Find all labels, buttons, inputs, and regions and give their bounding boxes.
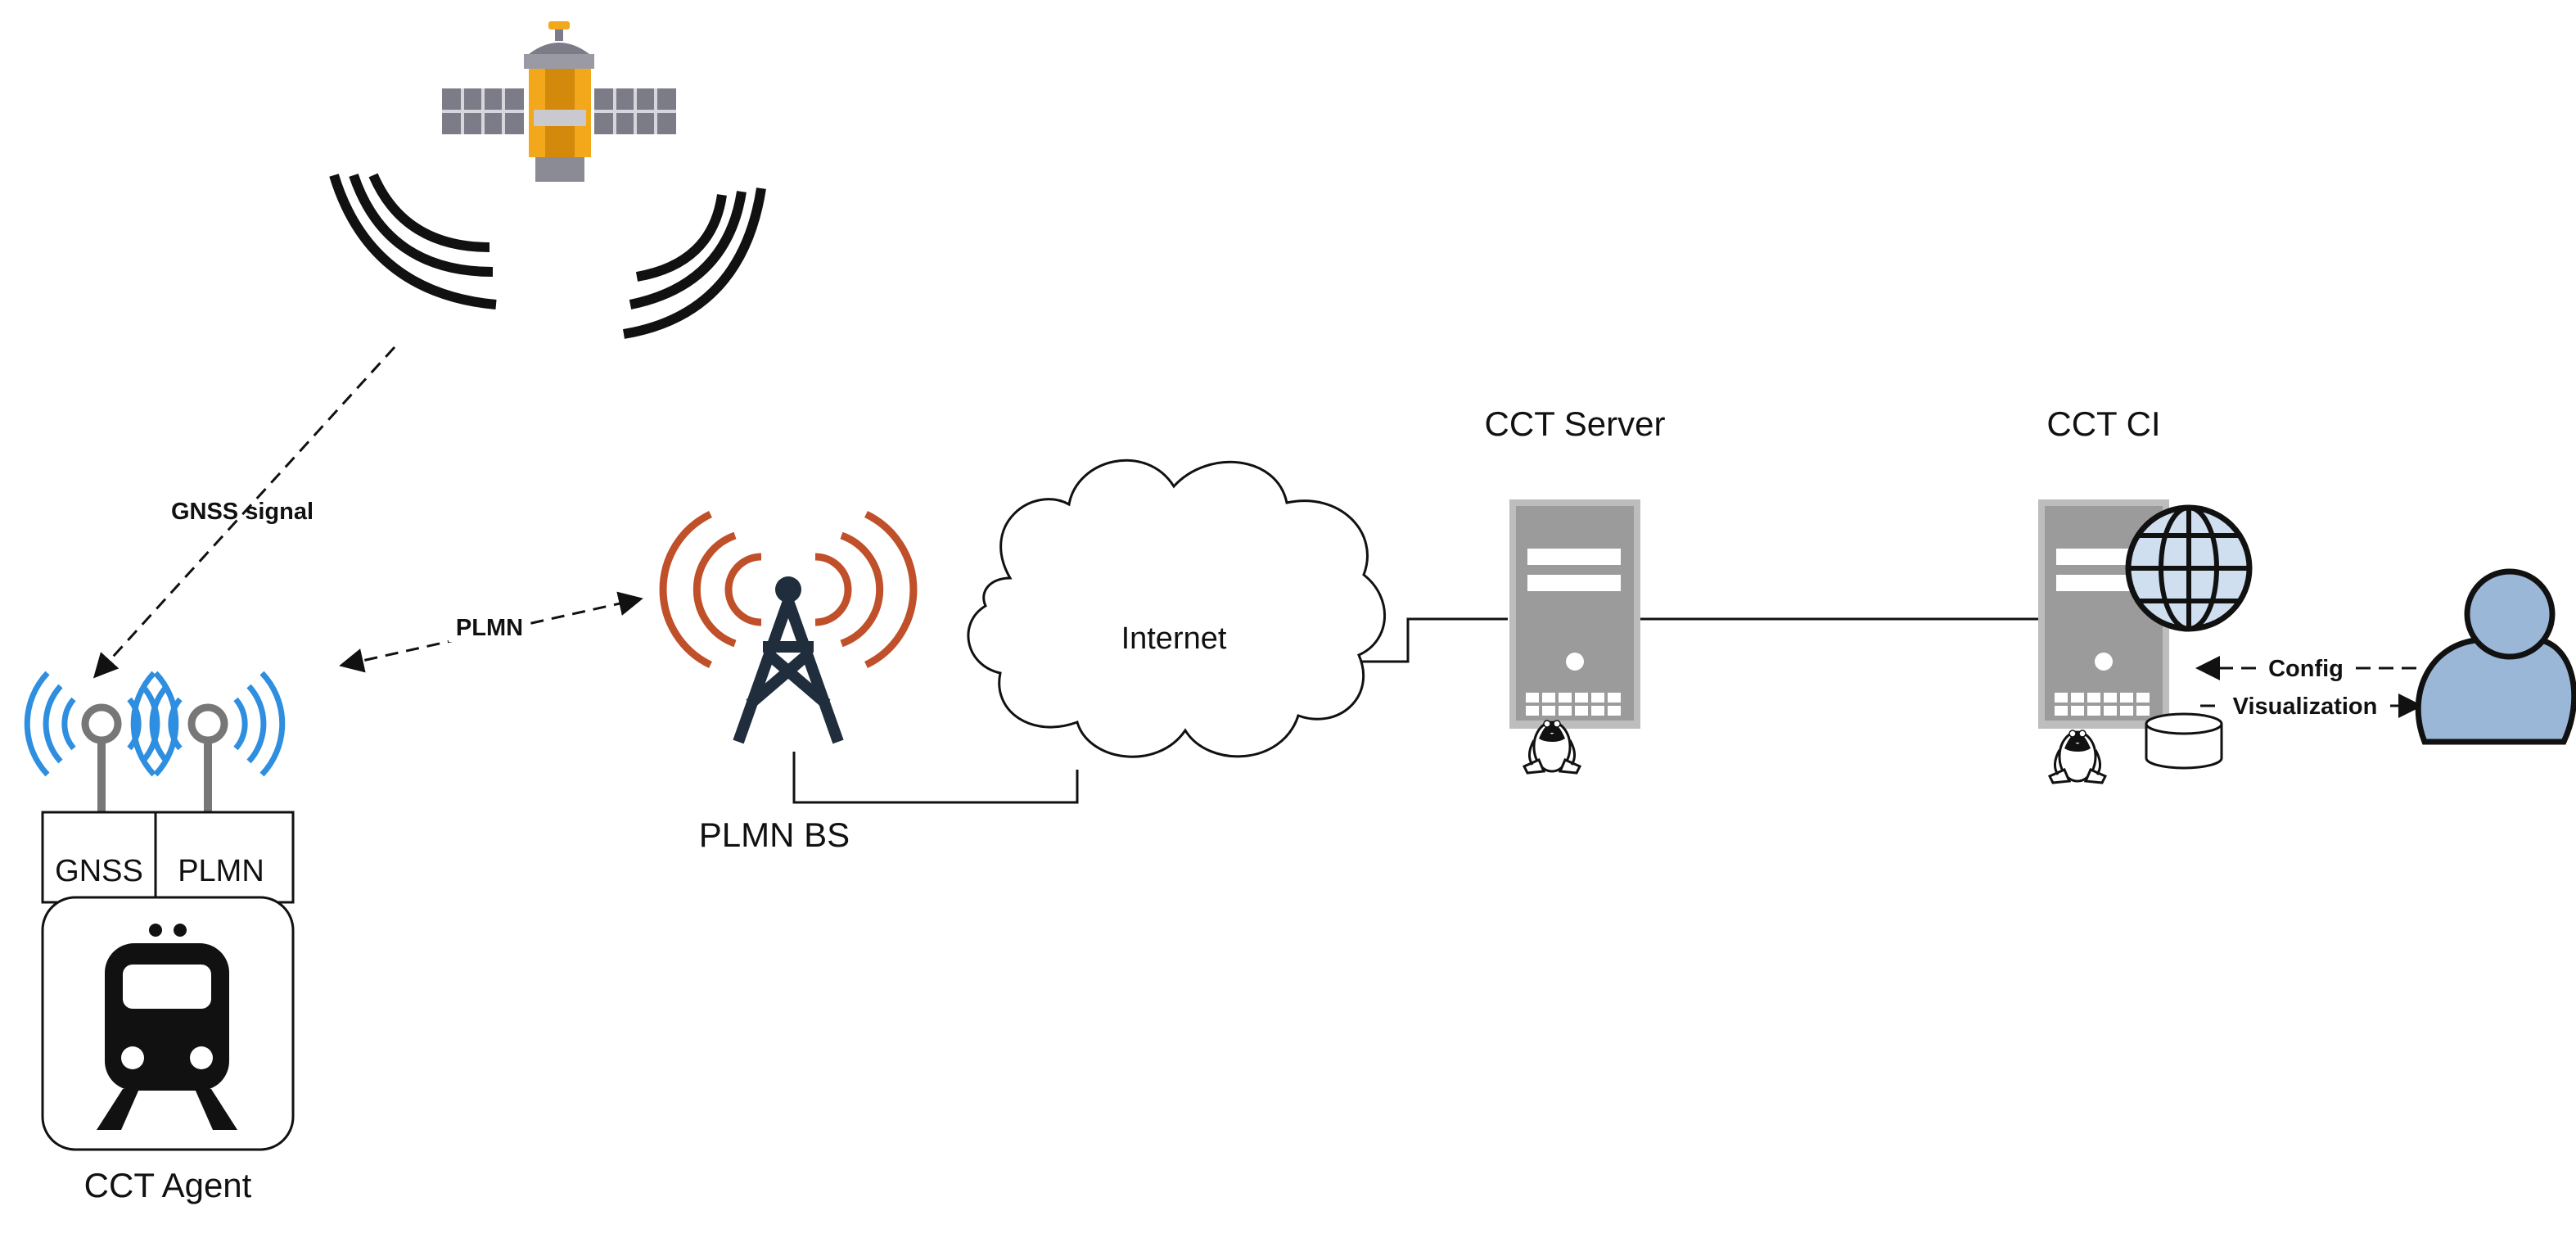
bs-internet-link bbox=[792, 752, 1079, 804]
train-icon bbox=[97, 924, 237, 1130]
cell-tower-icon bbox=[659, 510, 918, 744]
gnss-antenna-icon bbox=[27, 673, 176, 830]
internet-server-link bbox=[1359, 617, 1508, 663]
plmn-module-label: PLMN bbox=[178, 854, 264, 888]
cct-ci-tux-icon bbox=[2048, 729, 2107, 784]
database-icon bbox=[2145, 712, 2223, 770]
cloud-icon bbox=[967, 459, 1386, 758]
satellite-signal-right bbox=[623, 188, 766, 339]
internet-label: Internet bbox=[1121, 621, 1227, 656]
cct-ci-label: CCT CI bbox=[2046, 404, 2160, 443]
globe-icon bbox=[2125, 504, 2253, 632]
config-label: Config bbox=[2268, 656, 2344, 682]
satellite-signal-left bbox=[329, 173, 497, 309]
cct-server-icon bbox=[1509, 499, 1640, 729]
satellite-icon bbox=[442, 21, 676, 182]
visualization-label: Visualization bbox=[2233, 694, 2378, 720]
plmn-link-label: PLMN bbox=[456, 615, 523, 641]
user-icon bbox=[2415, 568, 2576, 745]
gnss-signal-arrow bbox=[92, 346, 396, 679]
cct-agent-label: CCT Agent bbox=[84, 1166, 252, 1204]
plmn-antenna-icon bbox=[133, 673, 282, 830]
cct-server-label: CCT Server bbox=[1485, 404, 1666, 443]
gnss-module-label: GNSS bbox=[55, 854, 143, 888]
plmn-bs-label: PLMN BS bbox=[699, 816, 850, 854]
gnss-signal-label: GNSS signal bbox=[171, 499, 314, 525]
